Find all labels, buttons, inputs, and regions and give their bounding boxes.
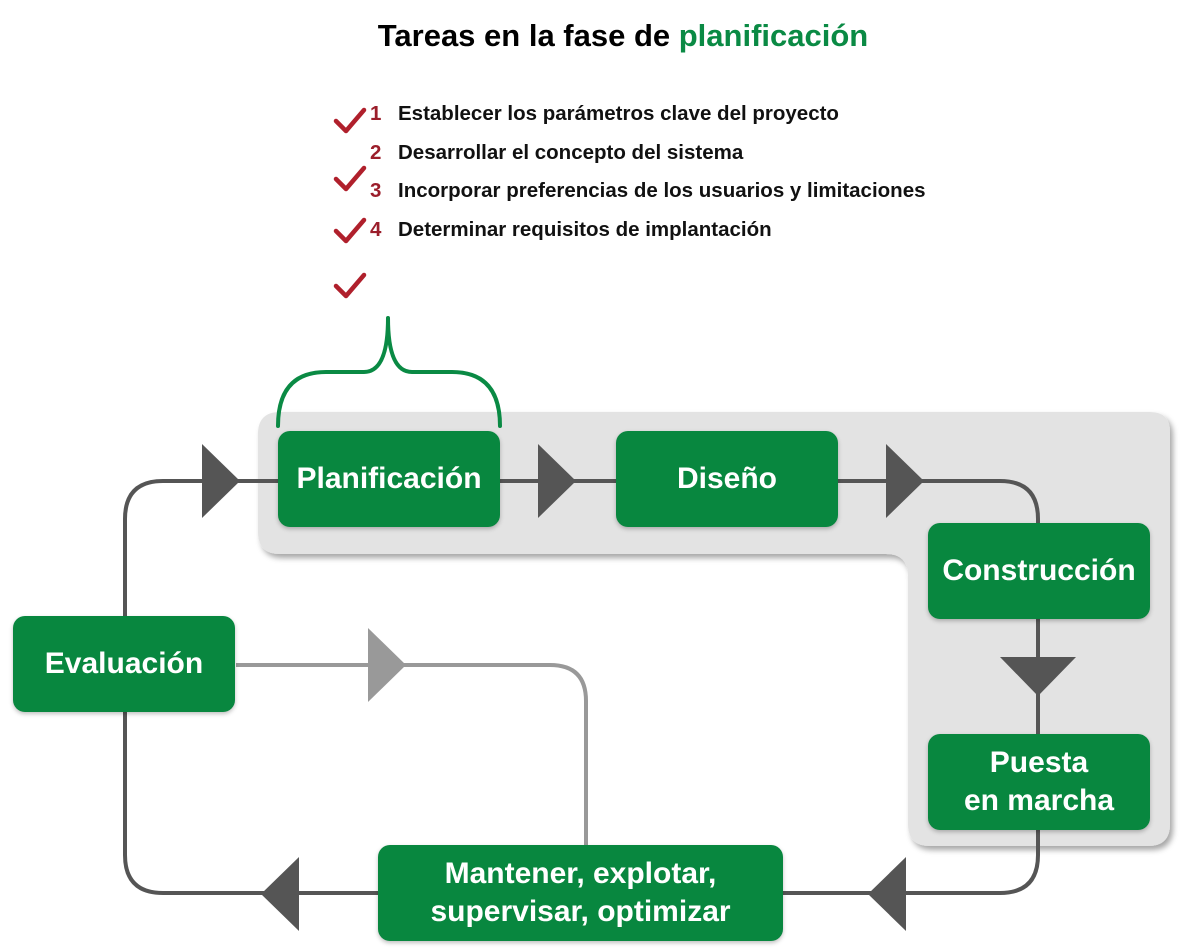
stage-label: Planificación	[296, 461, 482, 495]
task-item: 3 Incorporar preferencias de los usuarios…	[370, 179, 926, 218]
stage-diseno: Diseño	[616, 431, 838, 527]
task-item: 4 Determinar requisitos de implantación	[370, 218, 926, 257]
task-number: 2	[370, 140, 382, 164]
arrow-to-diseno	[538, 444, 576, 518]
arrow-feedback	[368, 628, 406, 702]
stage-label: Construcción	[942, 553, 1136, 587]
task-list: 1 Establecer los parámetros clave del pro…	[370, 102, 926, 257]
page-title: Tareas en la fase de planificación	[0, 18, 1190, 54]
stage-label-line2: supervisar, optimizar	[430, 895, 731, 928]
curly-brace	[276, 316, 502, 428]
arrow-to-puesta	[1000, 657, 1076, 696]
title-prefix: Tareas en la fase de	[377, 18, 679, 53]
task-text: Incorporar preferencias de los usuarios …	[398, 179, 926, 203]
task-text: Establecer los parámetros clave del proy…	[398, 102, 839, 125]
stage-label: Evaluación	[44, 646, 204, 680]
check-icon	[333, 107, 367, 134]
arrow-to-mantener	[868, 857, 906, 931]
stage-puesta-en-marcha: Puesta en marcha	[928, 734, 1150, 830]
arrow-to-construccion	[886, 444, 924, 518]
stage-mantener: Mantener, explotar, supervisar, optimiza…	[378, 845, 783, 941]
stage-label-line1: Puesta	[989, 745, 1089, 779]
task-number: 4	[370, 218, 382, 242]
stage-evaluacion: Evaluación	[13, 616, 235, 712]
stage-construccion: Construcción	[928, 523, 1150, 619]
check-icon	[333, 165, 367, 192]
task-item: 2 Desarrollar el concepto del sistema	[370, 141, 926, 180]
task-number: 3	[370, 179, 382, 203]
check-icon	[333, 217, 367, 244]
stage-label-line1: Mantener, explotar,	[444, 856, 717, 890]
task-text: Desarrollar el concepto del sistema	[398, 140, 744, 164]
arrow-to-planificacion	[202, 444, 240, 518]
stage-label-line2: en marcha	[963, 784, 1115, 817]
stage-planificacion: Planificación	[278, 431, 500, 527]
check-icon	[333, 272, 367, 299]
task-number: 1	[370, 102, 382, 125]
feedback-connector	[236, 663, 588, 852]
arrow-to-evaluacion	[261, 857, 299, 931]
title-highlight: planificación	[678, 18, 869, 53]
task-item: 1 Establecer los parámetros clave del pro…	[370, 102, 926, 141]
stage-label: Diseño	[676, 461, 778, 495]
task-text: Determinar requisitos de implantación	[398, 218, 772, 242]
